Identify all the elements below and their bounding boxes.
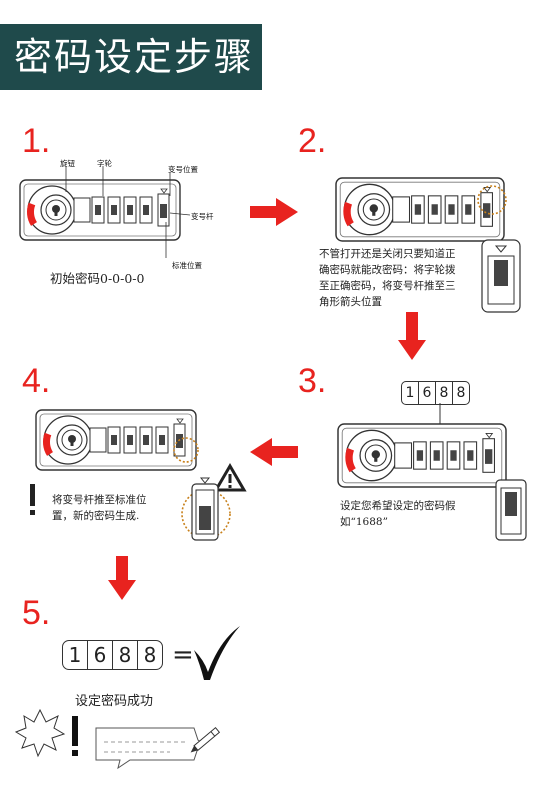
code-digit: 1	[405, 385, 415, 401]
knob-label: 旋钮	[60, 159, 75, 168]
switch-highlight	[477, 185, 507, 215]
text-line: 确密码就能改密码：将字轮拨	[319, 264, 456, 276]
lock-diagram-2	[336, 178, 504, 241]
success-text: 设定密码成功	[75, 694, 154, 709]
code-digit: 8	[137, 641, 162, 669]
arrow-left-icon	[250, 438, 298, 466]
lock-diagram-4	[36, 410, 196, 470]
step-3-text: 设定您希望设定的密码假 如“1688”	[340, 498, 456, 530]
leader-lines	[65, 166, 191, 258]
exclamation-icon	[30, 484, 35, 506]
step-2-text: 不管打开还是关闭只要知道正 确密码就能改密码：将字轮拨 至正确密码，将变号杆推至…	[319, 246, 456, 310]
code-digit: 1	[68, 643, 82, 667]
switch-lever-label: 变号杆	[191, 212, 214, 221]
step-5-code-box: 1 6 8 8	[62, 640, 163, 670]
text-line: 至正确密码，将变号杆推至三	[319, 280, 456, 292]
text-line: 将变号杆推至标准位	[52, 494, 147, 506]
initial-code-text: 初始密码0-0-0-0	[50, 271, 145, 286]
text-line: 设定您希望设定的密码假	[340, 500, 456, 512]
step-5-number: 5.	[22, 594, 51, 632]
step-4-text: 将变号杆推至标准位 置，新的密码生成.	[52, 492, 147, 524]
standard-position-label: 标准位置	[172, 261, 202, 270]
lock-diagram-3	[338, 424, 506, 487]
arrow-right-icon	[250, 198, 298, 226]
code-digit: 8	[435, 382, 452, 404]
code-digit: 8	[112, 641, 137, 669]
warning-icon	[213, 463, 247, 492]
text-line: 角形箭头位置	[319, 296, 382, 308]
arrow-down-icon	[398, 312, 426, 360]
exclamation-icon	[72, 716, 78, 746]
lock-diagram-1	[20, 180, 180, 240]
switch-detail-3	[495, 479, 527, 541]
step-1-number: 1.	[22, 122, 51, 160]
code-digit: 6	[87, 641, 112, 669]
text-line: 如“1688”	[340, 516, 388, 528]
switch-detail-2	[481, 239, 521, 313]
switch-position-label: 变号位置	[168, 165, 198, 174]
text-line: 不管打开还是关闭只要知道正	[319, 248, 456, 260]
text-line: 置，新的密码生成.	[52, 510, 140, 522]
step-3-code-box: 1 6 8 8	[401, 381, 470, 405]
pencil-icon	[190, 726, 221, 753]
code-digit: 8	[452, 382, 469, 404]
switch-detail-4	[191, 477, 219, 541]
step-2-number: 2.	[298, 122, 327, 160]
code-digit: 6	[418, 382, 435, 404]
arrow-down-icon	[108, 556, 136, 600]
page-title: 密码设定步骤	[0, 24, 262, 90]
step-3-number: 3.	[298, 362, 327, 400]
equals-sign: =	[172, 640, 194, 670]
step-4-number: 4.	[22, 362, 51, 400]
go-burst-icon	[14, 708, 66, 758]
wheel-label: 字轮	[97, 159, 112, 168]
speech-bubble	[95, 727, 205, 770]
checkmark-icon	[194, 626, 240, 680]
